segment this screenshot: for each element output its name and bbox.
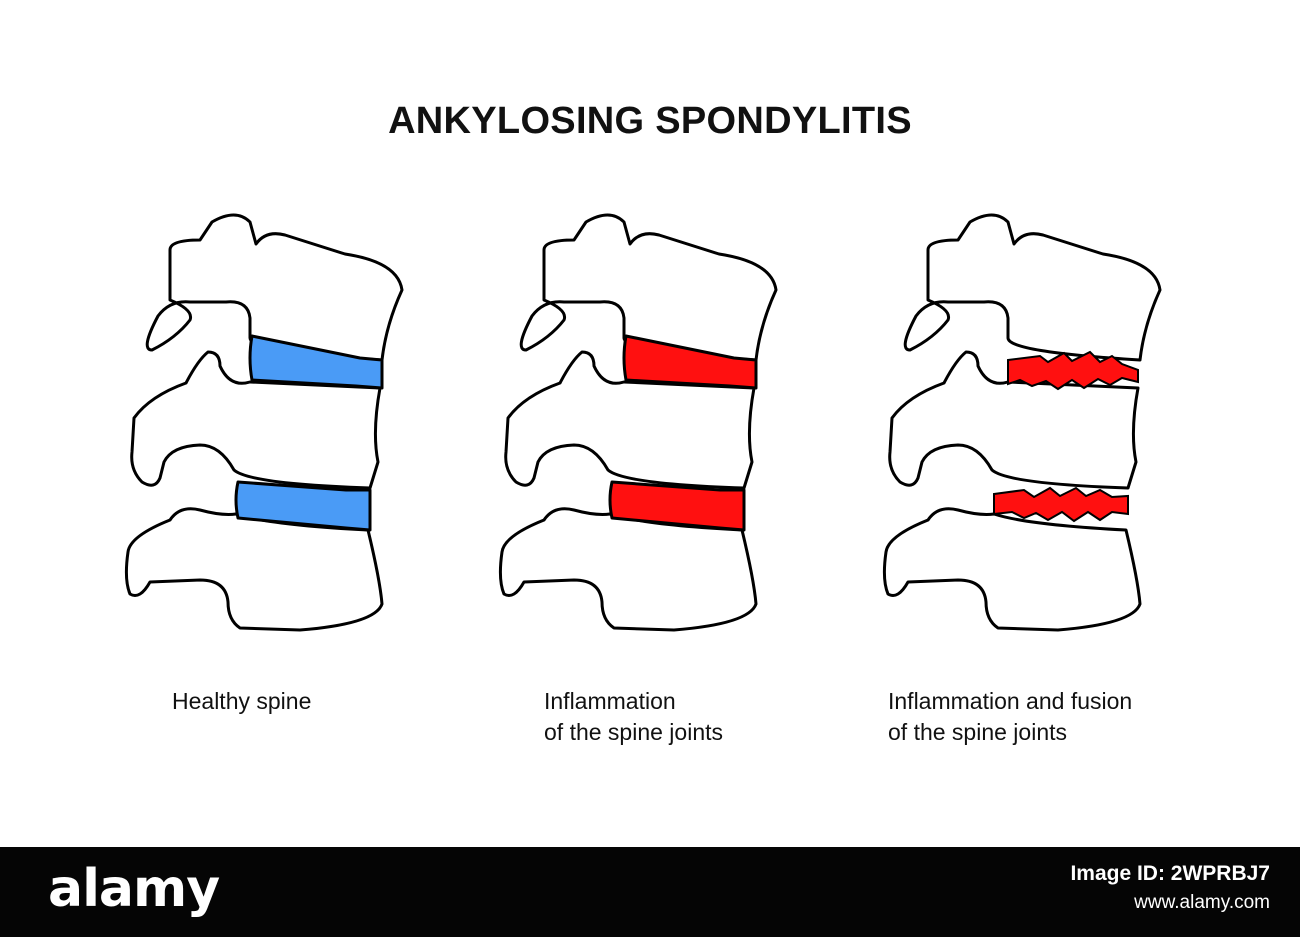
panel-healthy-spine xyxy=(124,213,404,632)
caption-healthy-spine: Healthy spine xyxy=(172,686,311,717)
caption-line: of the spine joints xyxy=(888,719,1068,745)
stock-info: Image ID: 2WPRBJ7 www.alamy.com xyxy=(1070,859,1270,917)
upper-vertebra xyxy=(903,213,1162,362)
diagram-title: ANKYLOSING SPONDYLITIS xyxy=(388,100,912,142)
watermark-footer: alamy Image ID: 2WPRBJ7 www.alamy.com xyxy=(0,847,1300,937)
lower-vertebra xyxy=(882,507,1142,632)
fused-joint-lower xyxy=(993,487,1129,522)
brand-logo: alamy xyxy=(48,859,220,919)
caption-inflammation: Inflammation of the spine joints xyxy=(544,686,723,748)
caption-line: Inflammation and fusion xyxy=(888,688,1133,714)
caption-fusion: Inflammation and fusion of the spine joi… xyxy=(888,686,1132,748)
panel-fusion xyxy=(882,213,1162,632)
caption-line: Inflammation xyxy=(544,688,676,714)
panel-inflammation xyxy=(498,213,778,632)
upper-vertebra xyxy=(519,213,778,362)
upper-vertebra xyxy=(145,213,404,362)
caption-line: of the spine joints xyxy=(544,719,724,745)
image-id: Image ID: 2WPRBJ7 xyxy=(1070,862,1270,885)
site-url: www.alamy.com xyxy=(1134,892,1270,913)
caption-line: Healthy spine xyxy=(172,688,312,714)
